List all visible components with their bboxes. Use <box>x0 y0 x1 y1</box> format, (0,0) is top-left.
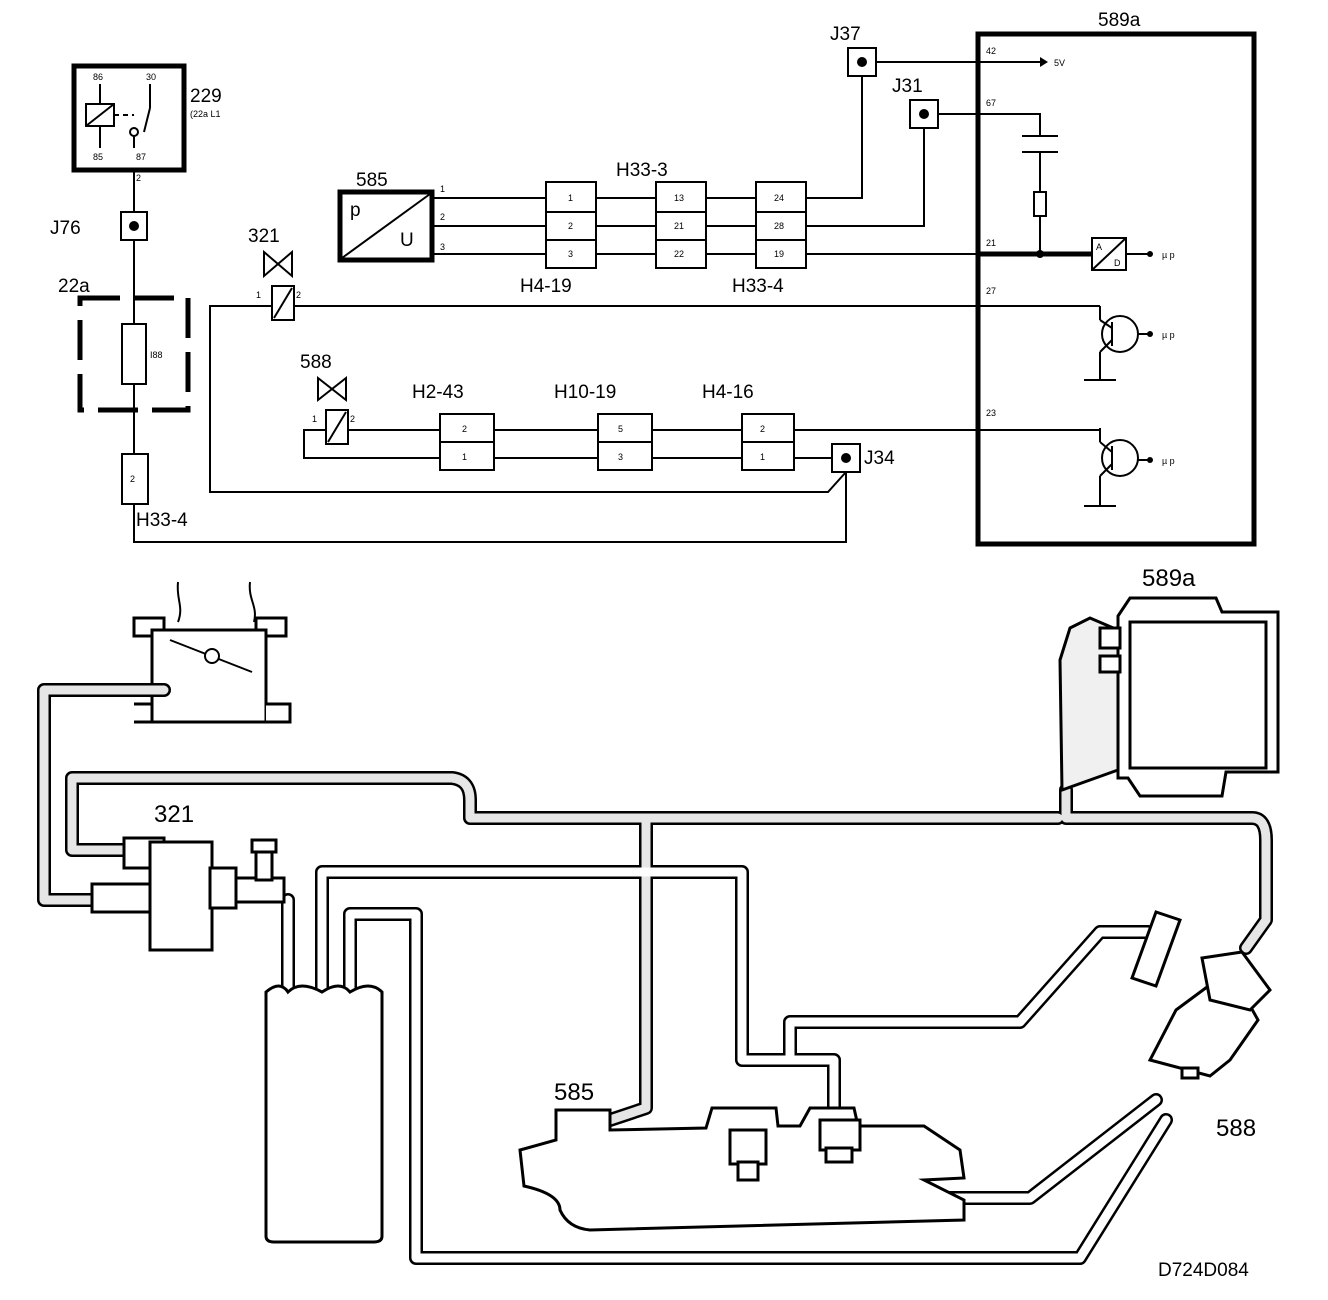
ecu-pin-21: 21 <box>986 238 996 248</box>
relay-label: 229 <box>190 86 222 107</box>
sensor-585-pin-2: 2 <box>440 212 445 222</box>
relay-pin-85: 85 <box>93 152 103 162</box>
connector-h10-19: 5 3 H10-19 <box>554 382 653 471</box>
valve-321-symbol: 321 1 2 <box>248 226 301 321</box>
connector-h10-19-label: H10-19 <box>554 382 616 403</box>
valve-321-pin-1: 1 <box>256 290 261 300</box>
junction-j37: J37 <box>830 24 877 77</box>
connector-h4-16-pin-2: 2 <box>760 424 765 434</box>
mu-label-3: µ p <box>1162 456 1175 466</box>
sensor-585-pin-3: 3 <box>440 242 445 252</box>
connector-h33-3-pin-21: 21 <box>674 221 684 231</box>
canister <box>264 984 384 1244</box>
connector-h33-4-b-pin: 2 <box>130 474 135 484</box>
connector-h10-19-pin-5: 5 <box>618 424 623 434</box>
connector-h2-43-label: H2-43 <box>412 382 464 403</box>
connector-h4-19-pin-2: 2 <box>568 221 573 231</box>
valve-588-pin-2: 2 <box>350 414 355 424</box>
junction-j76: J76 <box>50 211 148 241</box>
ecu-589a-part-label: 589a <box>1142 565 1196 592</box>
relay-229: 86 30 85 87 229 (22a L1 <box>71 63 222 173</box>
valve-588-label: 588 <box>300 352 332 373</box>
valve-321-pin-2: 2 <box>296 290 301 300</box>
connector-h4-19: 1 2 3 H4-19 <box>520 181 597 297</box>
connector-h10-19-pin-3: 3 <box>618 452 623 462</box>
connector-h33-4-a-pin-28: 28 <box>774 221 784 231</box>
relay-pin-2: 2 <box>136 173 141 183</box>
junction-j34-label: J34 <box>864 448 895 469</box>
valve-321-part-label: 321 <box>154 801 194 828</box>
sensor-585-label: 585 <box>356 170 388 191</box>
connector-h33-4-a: 24 28 19 H33-4 <box>732 181 807 297</box>
connector-h33-4-a-label: H33-4 <box>732 276 784 297</box>
connector-h2-43: 2 1 H2-43 <box>412 382 495 471</box>
connector-h2-43-pin-2: 2 <box>462 424 467 434</box>
fuse-label: I88 <box>150 350 163 360</box>
ecu-pin-67: 67 <box>986 98 996 108</box>
connector-h4-16-label: H4-16 <box>702 382 754 403</box>
valve-588-pin-1: 1 <box>312 414 317 424</box>
ecu-pin-42: 42 <box>986 46 996 56</box>
junction-j31-label: J31 <box>892 76 923 97</box>
transistor-1 <box>1101 315 1139 353</box>
mu-label-1: µ p <box>1162 250 1175 260</box>
ecu-589a-label: 589a <box>1098 10 1141 31</box>
connector-h33-3-label: H33-3 <box>616 160 668 181</box>
connector-h4-16-pin-1: 1 <box>760 452 765 462</box>
connector-h33-3-pin-13: 13 <box>674 193 684 203</box>
fuse-holder-22a: I88 22a <box>58 276 191 413</box>
valve-588-symbol: 588 1 2 <box>300 352 355 445</box>
connector-h4-19-pin-3: 3 <box>568 249 573 259</box>
connector-h33-3-pin-22: 22 <box>674 249 684 259</box>
relay-pin-86: 86 <box>93 72 103 82</box>
sensor-585-part-label: 585 <box>554 1079 594 1106</box>
valve-321-label: 321 <box>248 226 280 247</box>
sensor-585-symbol: p U 585 1 2 3 <box>337 170 445 263</box>
mu-label-2: µ p <box>1162 330 1175 340</box>
relay-pin-30: 30 <box>146 72 156 82</box>
intake-manifold: 585 <box>518 1079 966 1232</box>
relay-pin-87: 87 <box>136 152 146 162</box>
connector-h33-4-a-pin-24: 24 <box>774 193 784 203</box>
connector-h33-4-a-pin-19: 19 <box>774 249 784 259</box>
fuse-holder-label: 22a <box>58 276 90 297</box>
junction-j34: J34 <box>831 443 895 473</box>
connector-h33-3: 13 21 22 H33-3 <box>616 160 707 269</box>
ecu-pin-27: 27 <box>986 286 996 296</box>
ad-converter-a: A <box>1096 242 1102 252</box>
valve-321-part: 321 <box>90 801 286 952</box>
connector-h4-19-pin-1: 1 <box>568 193 573 203</box>
solenoid-588-part: 588 <box>1130 910 1272 1142</box>
transistor-2 <box>1101 439 1139 477</box>
ecu-supply-5v: 5V <box>1054 58 1065 68</box>
connector-h4-19-label: H4-19 <box>520 276 572 297</box>
ad-converter-d: D <box>1114 258 1121 268</box>
relay-sublabel: (22a L1 <box>190 109 221 119</box>
throttle-body <box>132 581 292 724</box>
junction-j37-label: J37 <box>830 24 861 45</box>
ecu-589a: 589a 42 5V 67 21 27 23 A D µ p µ p <box>975 10 1257 547</box>
connector-h33-4-b: 2 H33-4 <box>121 453 188 531</box>
sensor-585-p: p <box>350 200 361 221</box>
fuse <box>121 323 147 385</box>
diagram-id: D724D084 <box>1158 1260 1249 1281</box>
connector-h2-43-pin-1: 1 <box>462 452 467 462</box>
connector-h4-16: 2 1 H4-16 <box>702 382 795 471</box>
sensor-585-u: U <box>400 230 414 251</box>
junction-j31: J31 <box>892 76 939 129</box>
sensor-585-pin-1: 1 <box>440 184 445 194</box>
junction-j76-label: J76 <box>50 218 81 239</box>
ecu-589a-part: 589a <box>1058 565 1280 798</box>
connector-h33-4-b-label: H33-4 <box>136 510 188 531</box>
ecu-pin-23: 23 <box>986 408 996 418</box>
solenoid-588-part-label: 588 <box>1216 1115 1256 1142</box>
